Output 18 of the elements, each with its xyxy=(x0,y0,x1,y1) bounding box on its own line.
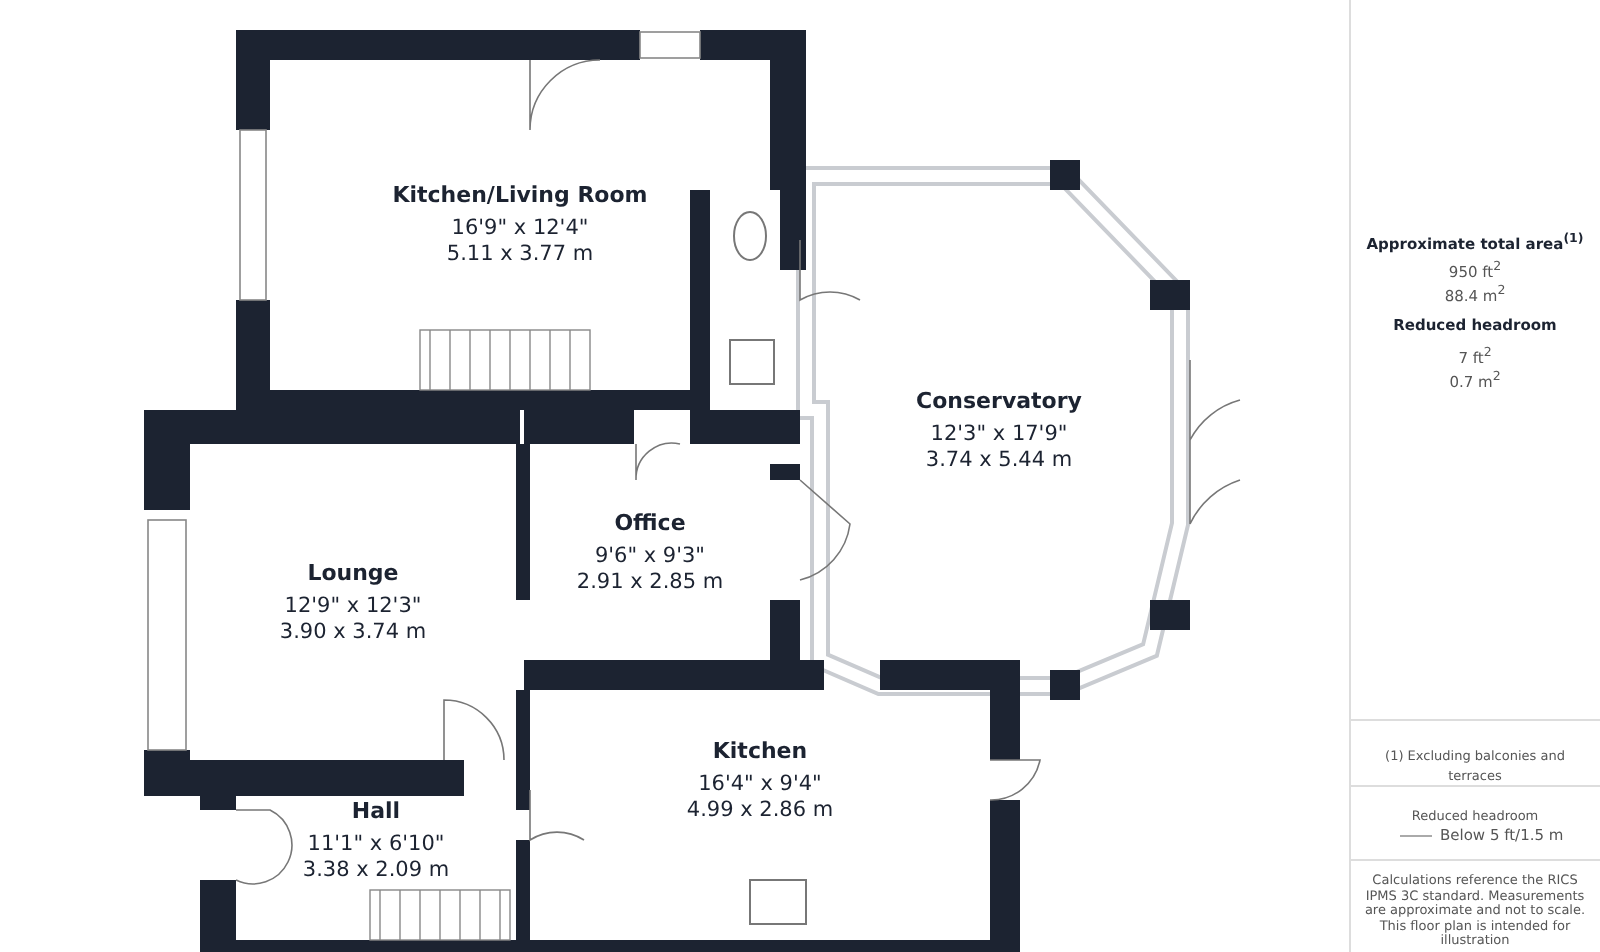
room-dimensions: 2.91 x 2.85 m xyxy=(576,569,724,595)
room-dimensions: 12'9" x 12'3" xyxy=(284,593,422,619)
room-name: Office xyxy=(614,509,686,535)
room-dimensions: 3.90 x 3.74 m xyxy=(279,619,427,645)
room-dimensions: 16'4" x 9'4" xyxy=(698,771,822,797)
room-dimensions: 3.74 x 5.44 m xyxy=(925,447,1073,473)
room-dimensions: 16'9" x 12'4" xyxy=(451,216,589,242)
room-dimensions: 11'1" x 6'10" xyxy=(307,831,445,857)
room-name: Kitchen/Living Room xyxy=(392,182,648,208)
room-dimensions: 5.11 x 3.77 m xyxy=(446,242,594,268)
room-dimensions: 3.38 x 2.09 m xyxy=(302,857,450,883)
room-dimensions: 4.99 x 2.86 m xyxy=(686,797,834,823)
room-dimensions: 9'6" x 9'3" xyxy=(594,543,706,569)
room-name: Conservatory xyxy=(916,387,1082,413)
room-name: Lounge xyxy=(307,559,399,585)
room-name: Kitchen xyxy=(712,737,808,763)
room-name: Hall xyxy=(351,797,401,823)
room-dimensions: 12'3" x 17'9" xyxy=(930,421,1068,447)
